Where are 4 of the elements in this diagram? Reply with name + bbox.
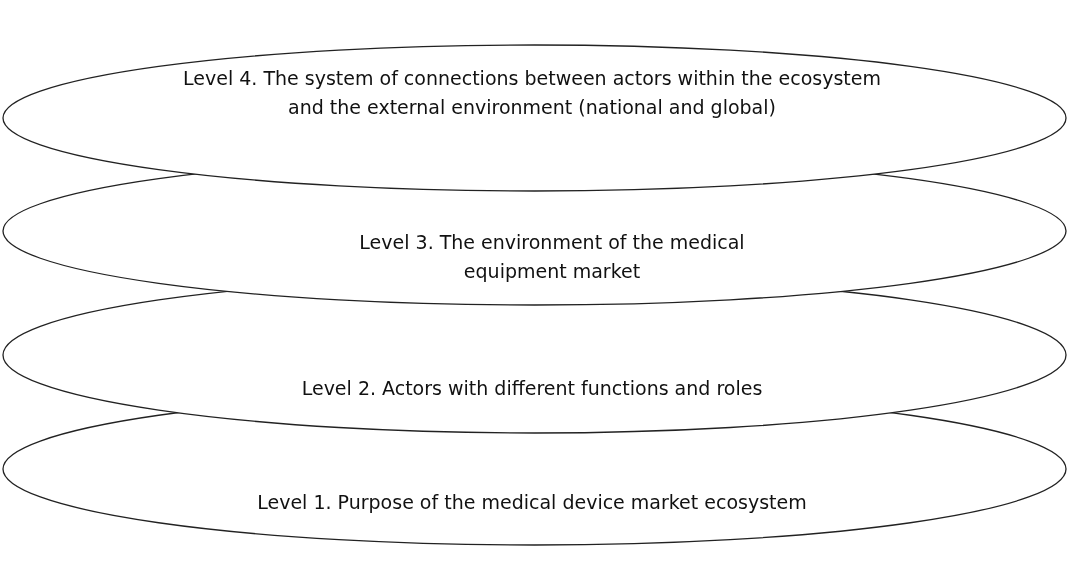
level-label: Level 2. Actors with different functions and roles: [300, 376, 764, 401]
level-label: Level 1. Purpose of the medical device market ecosystem: [256, 490, 808, 515]
level-label: Level 3. The environment of the medical equipment market: [358, 230, 746, 284]
level-label: Level 4. The system of connections between actors within the ecosystem and the external environment (national and global): [182, 66, 882, 120]
